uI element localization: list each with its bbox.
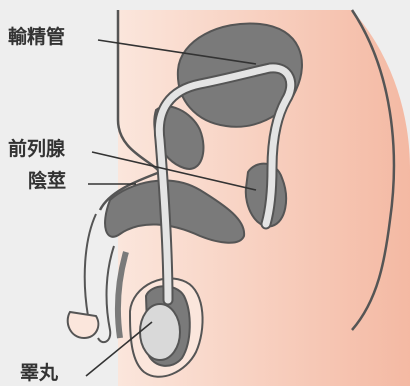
- label-vas-deferens: 輸精管: [8, 28, 65, 47]
- label-testis: 睪丸: [20, 364, 58, 383]
- penis-shaft-outline: [74, 214, 96, 329]
- glans: [68, 312, 99, 338]
- label-penis: 陰莖: [28, 172, 66, 191]
- label-prostate: 前列腺: [8, 140, 65, 159]
- penis-lower-outline: [98, 246, 114, 342]
- testis: [140, 304, 180, 360]
